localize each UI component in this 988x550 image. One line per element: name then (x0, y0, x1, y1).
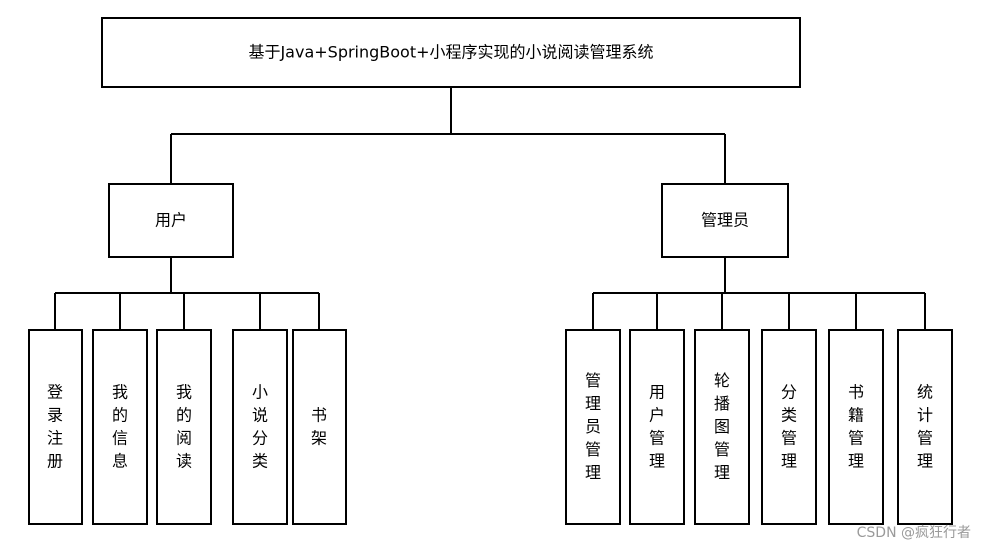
admin-leaf-book-mgmt: 书籍管理 (828, 329, 884, 525)
leaf-char: 录 (47, 405, 63, 424)
root-node: 基于Java+SpringBoot+小程序实现的小说阅读管理系统 (101, 17, 801, 88)
leaf-char: 理 (848, 451, 864, 470)
user-leaf-login-register: 登录注册 (28, 329, 83, 525)
connectors (54, 87, 926, 330)
leaf-char: 类 (781, 405, 797, 424)
leaf-label: 分类管理 (781, 382, 797, 470)
leaf-char: 信 (112, 428, 128, 447)
leaf-label: 用户管理 (649, 382, 665, 470)
admin-leaf-admin-mgmt: 管理员管理 (565, 329, 621, 525)
admin-label: 管理员 (701, 211, 749, 230)
leaf-label: 轮播图管理 (714, 371, 730, 482)
leaf-label: 管理员管理 (585, 371, 601, 482)
leaf-char: 的 (176, 405, 192, 424)
leaf-label: 我的信息 (112, 382, 128, 470)
leaf-char: 理 (585, 394, 601, 413)
user-leaf-my-info: 我的信息 (92, 329, 148, 525)
leaf-char: 播 (714, 394, 730, 413)
leaf-label: 统计管理 (917, 382, 933, 470)
watermark-text: CSDN @疯狂行者 (857, 525, 971, 541)
leaf-char: 的 (112, 405, 128, 424)
leaf-char: 理 (714, 463, 730, 482)
leaf-char: 管 (781, 428, 797, 447)
leaf-char: 管 (714, 440, 730, 459)
leaf-label: 书架 (311, 405, 327, 447)
leaf-char: 架 (311, 428, 327, 447)
leaf-char: 息 (112, 451, 128, 470)
leaf-char: 小 (252, 382, 268, 401)
leaf-char: 员 (585, 417, 601, 436)
leaf-char: 书 (848, 382, 864, 401)
leaf-char: 分 (781, 382, 797, 401)
leaf-char: 注 (47, 428, 63, 447)
user-node: 用户 (108, 183, 234, 258)
leaf-char: 说 (252, 405, 268, 424)
leaf-char: 统 (917, 382, 933, 401)
user-leaf-my-reading: 我的阅读 (156, 329, 212, 525)
leaf-char: 书 (311, 405, 327, 424)
user-leaf-bookshelf: 书架 (292, 329, 347, 525)
leaf-char: 读 (176, 451, 192, 470)
leaf-char: 理 (781, 451, 797, 470)
leaf-char: 登 (47, 382, 63, 401)
leaf-char: 户 (649, 405, 665, 424)
leaf-label: 登录注册 (47, 382, 63, 470)
leaf-char: 理 (917, 451, 933, 470)
leaf-char: 类 (252, 451, 268, 470)
admin-leaf-stats-mgmt: 统计管理 (897, 329, 953, 525)
admin-leaf-user-mgmt: 用户管理 (629, 329, 685, 525)
admin-node: 管理员 (661, 183, 789, 258)
leaf-char: 管 (848, 428, 864, 447)
leaf-char: 阅 (176, 428, 192, 447)
leaf-label: 书籍管理 (848, 382, 864, 470)
leaf-char: 我 (176, 382, 192, 401)
leaf-char: 图 (714, 417, 730, 436)
user-label: 用户 (155, 211, 187, 230)
leaf-char: 理 (649, 451, 665, 470)
leaf-label: 我的阅读 (176, 382, 192, 470)
admin-leaf-carousel-mgmt: 轮播图管理 (694, 329, 750, 525)
root-label: 基于Java+SpringBoot+小程序实现的小说阅读管理系统 (248, 43, 653, 62)
leaf-label: 小说分类 (252, 382, 268, 470)
user-leaf-novel-category: 小说分类 (232, 329, 288, 525)
leaf-char: 管 (917, 428, 933, 447)
leaf-char: 分 (252, 428, 268, 447)
admin-leaf-category-mgmt: 分类管理 (761, 329, 817, 525)
leaf-char: 管 (585, 440, 601, 459)
leaf-char: 用 (649, 382, 665, 401)
leaf-char: 管 (649, 428, 665, 447)
leaf-char: 理 (585, 463, 601, 482)
leaf-char: 管 (585, 371, 601, 390)
leaf-char: 我 (112, 382, 128, 401)
leaf-char: 籍 (848, 405, 864, 424)
leaf-char: 册 (47, 451, 63, 470)
leaf-char: 轮 (714, 371, 730, 390)
leaf-char: 计 (917, 405, 933, 424)
